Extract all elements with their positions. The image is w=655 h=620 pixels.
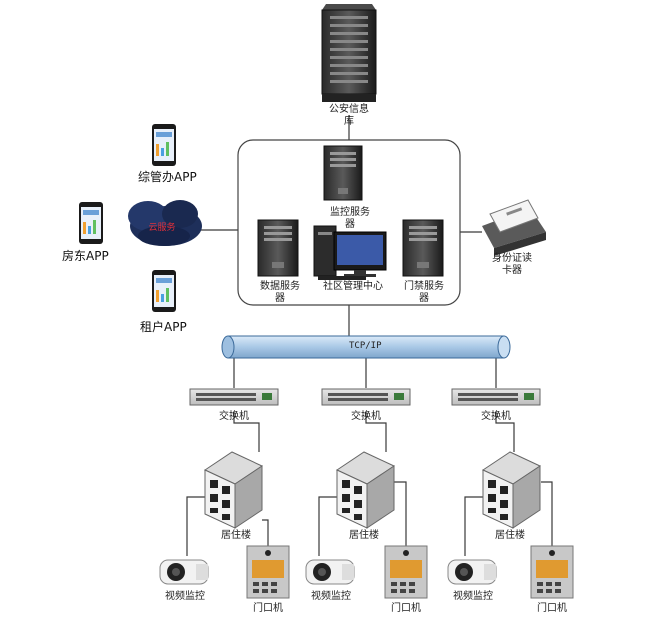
door-label-3: 门口机: [537, 603, 567, 614]
police-database-label: 公安信息库: [329, 104, 369, 127]
data-server-icon: [257, 219, 299, 277]
building-icon-2: [335, 451, 396, 529]
id-card-reader-icon: [482, 199, 546, 256]
camera-icon-3: [447, 559, 497, 585]
monitor-server-label: 监控服务器: [330, 207, 370, 230]
switch-icon-2: [321, 388, 411, 406]
police-database-rack-icon: [321, 4, 377, 102]
access-server-icon: [402, 219, 444, 277]
building-icon-3: [481, 451, 542, 529]
bus-label: TCP/IP: [349, 341, 382, 351]
tcpip-bus: [221, 335, 511, 359]
door-station-icon-1: [246, 545, 290, 599]
building-icon-1: [203, 451, 264, 529]
building-label-2: 居住楼: [349, 530, 379, 541]
camera-label-2: 视频监控: [311, 591, 351, 602]
cloud-label: 云服务: [148, 221, 175, 233]
camera-icon-2: [305, 559, 355, 585]
door-label-2: 门口机: [391, 603, 421, 614]
camera-label-1: 视频监控: [165, 591, 205, 602]
switch-label-3: 交换机: [481, 411, 511, 422]
switch-label-1: 交换机: [219, 411, 249, 422]
app-label-zongguanban: 综管办APP: [138, 170, 197, 184]
door-station-icon-2: [384, 545, 428, 599]
phone-icon-zongguanban: [152, 124, 176, 166]
building-label-1: 居住楼: [221, 530, 251, 541]
community-center-label: 社区管理中心: [323, 281, 383, 292]
connection-lines: [186, 115, 553, 556]
door-station-icon-3: [530, 545, 574, 599]
switch-icon-1: [189, 388, 279, 406]
id-reader-label: 身份证读卡器: [492, 253, 532, 276]
switch-icon-3: [451, 388, 541, 406]
camera-icon-1: [159, 559, 209, 585]
switch-label-2: 交换机: [351, 411, 381, 422]
access-server-label: 门禁服务器: [404, 281, 444, 304]
app-label-fangdong: 房东APP: [62, 249, 109, 263]
data-server-label: 数据服务器: [260, 281, 300, 304]
app-label-zuhu: 租户APP: [140, 320, 187, 334]
workstation-icon: [313, 225, 387, 280]
cloud-icon: 云服务: [128, 200, 202, 246]
building-label-3: 居住楼: [495, 530, 525, 541]
door-label-1: 门口机: [253, 603, 283, 614]
phone-icon-fangdong: [79, 202, 103, 244]
phone-icon-zuhu: [152, 270, 176, 312]
camera-label-3: 视频监控: [453, 591, 493, 602]
monitor-server-icon: [323, 145, 363, 201]
